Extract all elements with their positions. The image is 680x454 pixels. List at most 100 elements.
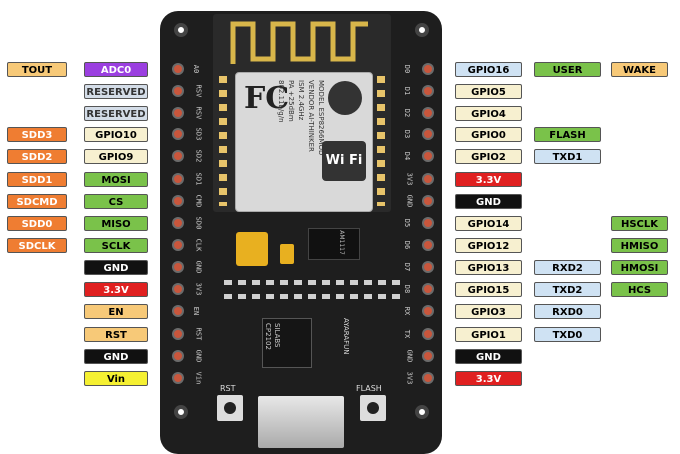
left-pin-name-7: SD0 <box>194 216 203 230</box>
left-pin-9[interactable] <box>174 263 182 271</box>
left-pin-12[interactable] <box>174 330 182 338</box>
right-pin-name-12: TX <box>403 329 412 339</box>
right-pin-8[interactable] <box>424 241 432 249</box>
left-label-8-0: SDCLK <box>7 238 67 253</box>
left-label-4-0: SDD2 <box>7 149 67 164</box>
mount-hole-bottom-right <box>415 405 429 419</box>
spec-value-0: ESP8266MOD <box>317 107 325 156</box>
left-label-11-1: EN <box>84 304 148 319</box>
right-label-5-0: 3.3V <box>455 172 522 187</box>
right-label-6-0: GND <box>455 194 522 209</box>
left-pin-14[interactable] <box>174 374 182 382</box>
mount-hole-bottom-left <box>174 405 188 419</box>
spec-value-2: 2.4GHz <box>297 94 305 121</box>
left-pin-3[interactable] <box>174 130 182 138</box>
left-pin-2[interactable] <box>174 109 182 117</box>
left-pin-0[interactable] <box>174 65 182 73</box>
left-label-8-1: SCLK <box>84 238 148 253</box>
left-pin-name-14: Vin <box>194 371 203 385</box>
capacitor-small <box>280 244 294 264</box>
right-pin-1[interactable] <box>424 87 432 95</box>
left-pin-10[interactable] <box>174 285 182 293</box>
right-label-8-2: HMISO <box>611 238 668 253</box>
left-pin-name-6: CMD <box>194 194 203 208</box>
left-pin-8[interactable] <box>174 241 182 249</box>
left-label-10-1: 3.3V <box>84 282 148 297</box>
right-label-7-0: GPIO14 <box>455 216 522 231</box>
right-label-10-0: GPIO15 <box>455 282 522 297</box>
right-label-4-1: TXD1 <box>534 149 601 164</box>
right-pin-5[interactable] <box>424 175 432 183</box>
left-label-6-1: CS <box>84 194 148 209</box>
right-pin-name-9: D7 <box>403 262 412 272</box>
spec-value-1: AI-THINKER <box>307 112 315 152</box>
left-pin-name-1: RSV <box>194 84 203 98</box>
right-pin-name-3: D3 <box>403 129 412 139</box>
left-pin-name-8: CLK <box>194 238 203 252</box>
right-pin-4[interactable] <box>424 152 432 160</box>
left-pin-5[interactable] <box>174 175 182 183</box>
right-pin-name-5: 3V3 <box>405 172 414 186</box>
left-pin-name-11: EN <box>192 306 201 316</box>
left-label-14-1: Vin <box>84 371 148 386</box>
right-pin-9[interactable] <box>424 263 432 271</box>
right-label-8-0: GPIO12 <box>455 238 522 253</box>
wifi-logo: Wi Fi <box>322 141 366 181</box>
right-pin-7[interactable] <box>424 219 432 227</box>
right-pin-12[interactable] <box>424 330 432 338</box>
right-label-0-2: WAKE <box>611 62 668 77</box>
right-label-9-2: HMOSI <box>611 260 668 275</box>
left-pin-6[interactable] <box>174 197 182 205</box>
right-pin-11[interactable] <box>424 307 432 315</box>
right-label-3-1: FLASH <box>534 127 601 142</box>
spec-label-0: MODEL <box>317 80 325 106</box>
right-pin-name-6: GND <box>405 194 414 208</box>
right-label-11-1: RXD0 <box>534 304 601 319</box>
rst-button[interactable] <box>217 395 243 421</box>
left-pin-name-0: A0 <box>192 64 201 74</box>
right-pin-name-14: 3V3 <box>405 371 414 385</box>
right-label-1-0: GPIO5 <box>455 84 522 99</box>
right-pin-name-4: D4 <box>403 151 412 161</box>
left-pin-1[interactable] <box>174 87 182 95</box>
voltage-regulator: AM1117 <box>308 228 360 260</box>
right-pin-14[interactable] <box>424 374 432 382</box>
right-pin-6[interactable] <box>424 197 432 205</box>
mount-hole-top-left <box>174 23 188 37</box>
right-pin-0[interactable] <box>424 65 432 73</box>
left-pin-13[interactable] <box>174 352 182 360</box>
spec-label-1: VENDOR <box>307 80 315 111</box>
rst-button-label: RST <box>220 384 236 393</box>
right-label-3-0: GPIO0 <box>455 127 522 142</box>
right-pin-name-8: D6 <box>403 240 412 250</box>
right-pin-2[interactable] <box>424 109 432 117</box>
module-pads-left <box>219 76 227 206</box>
left-pin-7[interactable] <box>174 219 182 227</box>
right-pin-3[interactable] <box>424 130 432 138</box>
left-label-2-1: RESERVED <box>84 106 148 121</box>
right-pin-10[interactable] <box>424 285 432 293</box>
flash-button[interactable] <box>360 395 386 421</box>
left-pin-name-10: 3V3 <box>194 282 203 296</box>
left-label-3-1: GPIO10 <box>84 127 148 142</box>
esp-module: FC Wi Fi <box>213 14 391 212</box>
left-pin-name-12: RST <box>194 327 203 341</box>
left-label-4-1: GPIO9 <box>84 149 148 164</box>
right-label-13-0: GND <box>455 349 522 364</box>
right-label-12-0: GPIO1 <box>455 327 522 342</box>
right-label-7-2: HSCLK <box>611 216 668 231</box>
solder-pad-row-2 <box>224 294 404 299</box>
right-label-0-1: USER <box>534 62 601 77</box>
right-pin-name-1: D1 <box>403 86 412 96</box>
left-pin-name-5: SD1 <box>194 172 203 186</box>
left-label-3-0: SDD3 <box>7 127 67 142</box>
usb-chip-line-1: CP2102 <box>264 323 272 350</box>
left-pin-11[interactable] <box>174 307 182 315</box>
right-label-10-2: HCS <box>611 282 668 297</box>
usb-serial-chip: SILABS CP2102 <box>262 318 312 368</box>
left-pin-4[interactable] <box>174 152 182 160</box>
right-label-9-0: GPIO13 <box>455 260 522 275</box>
micro-usb-port[interactable] <box>258 396 344 448</box>
left-pin-name-13: GND <box>194 349 203 363</box>
right-pin-13[interactable] <box>424 352 432 360</box>
